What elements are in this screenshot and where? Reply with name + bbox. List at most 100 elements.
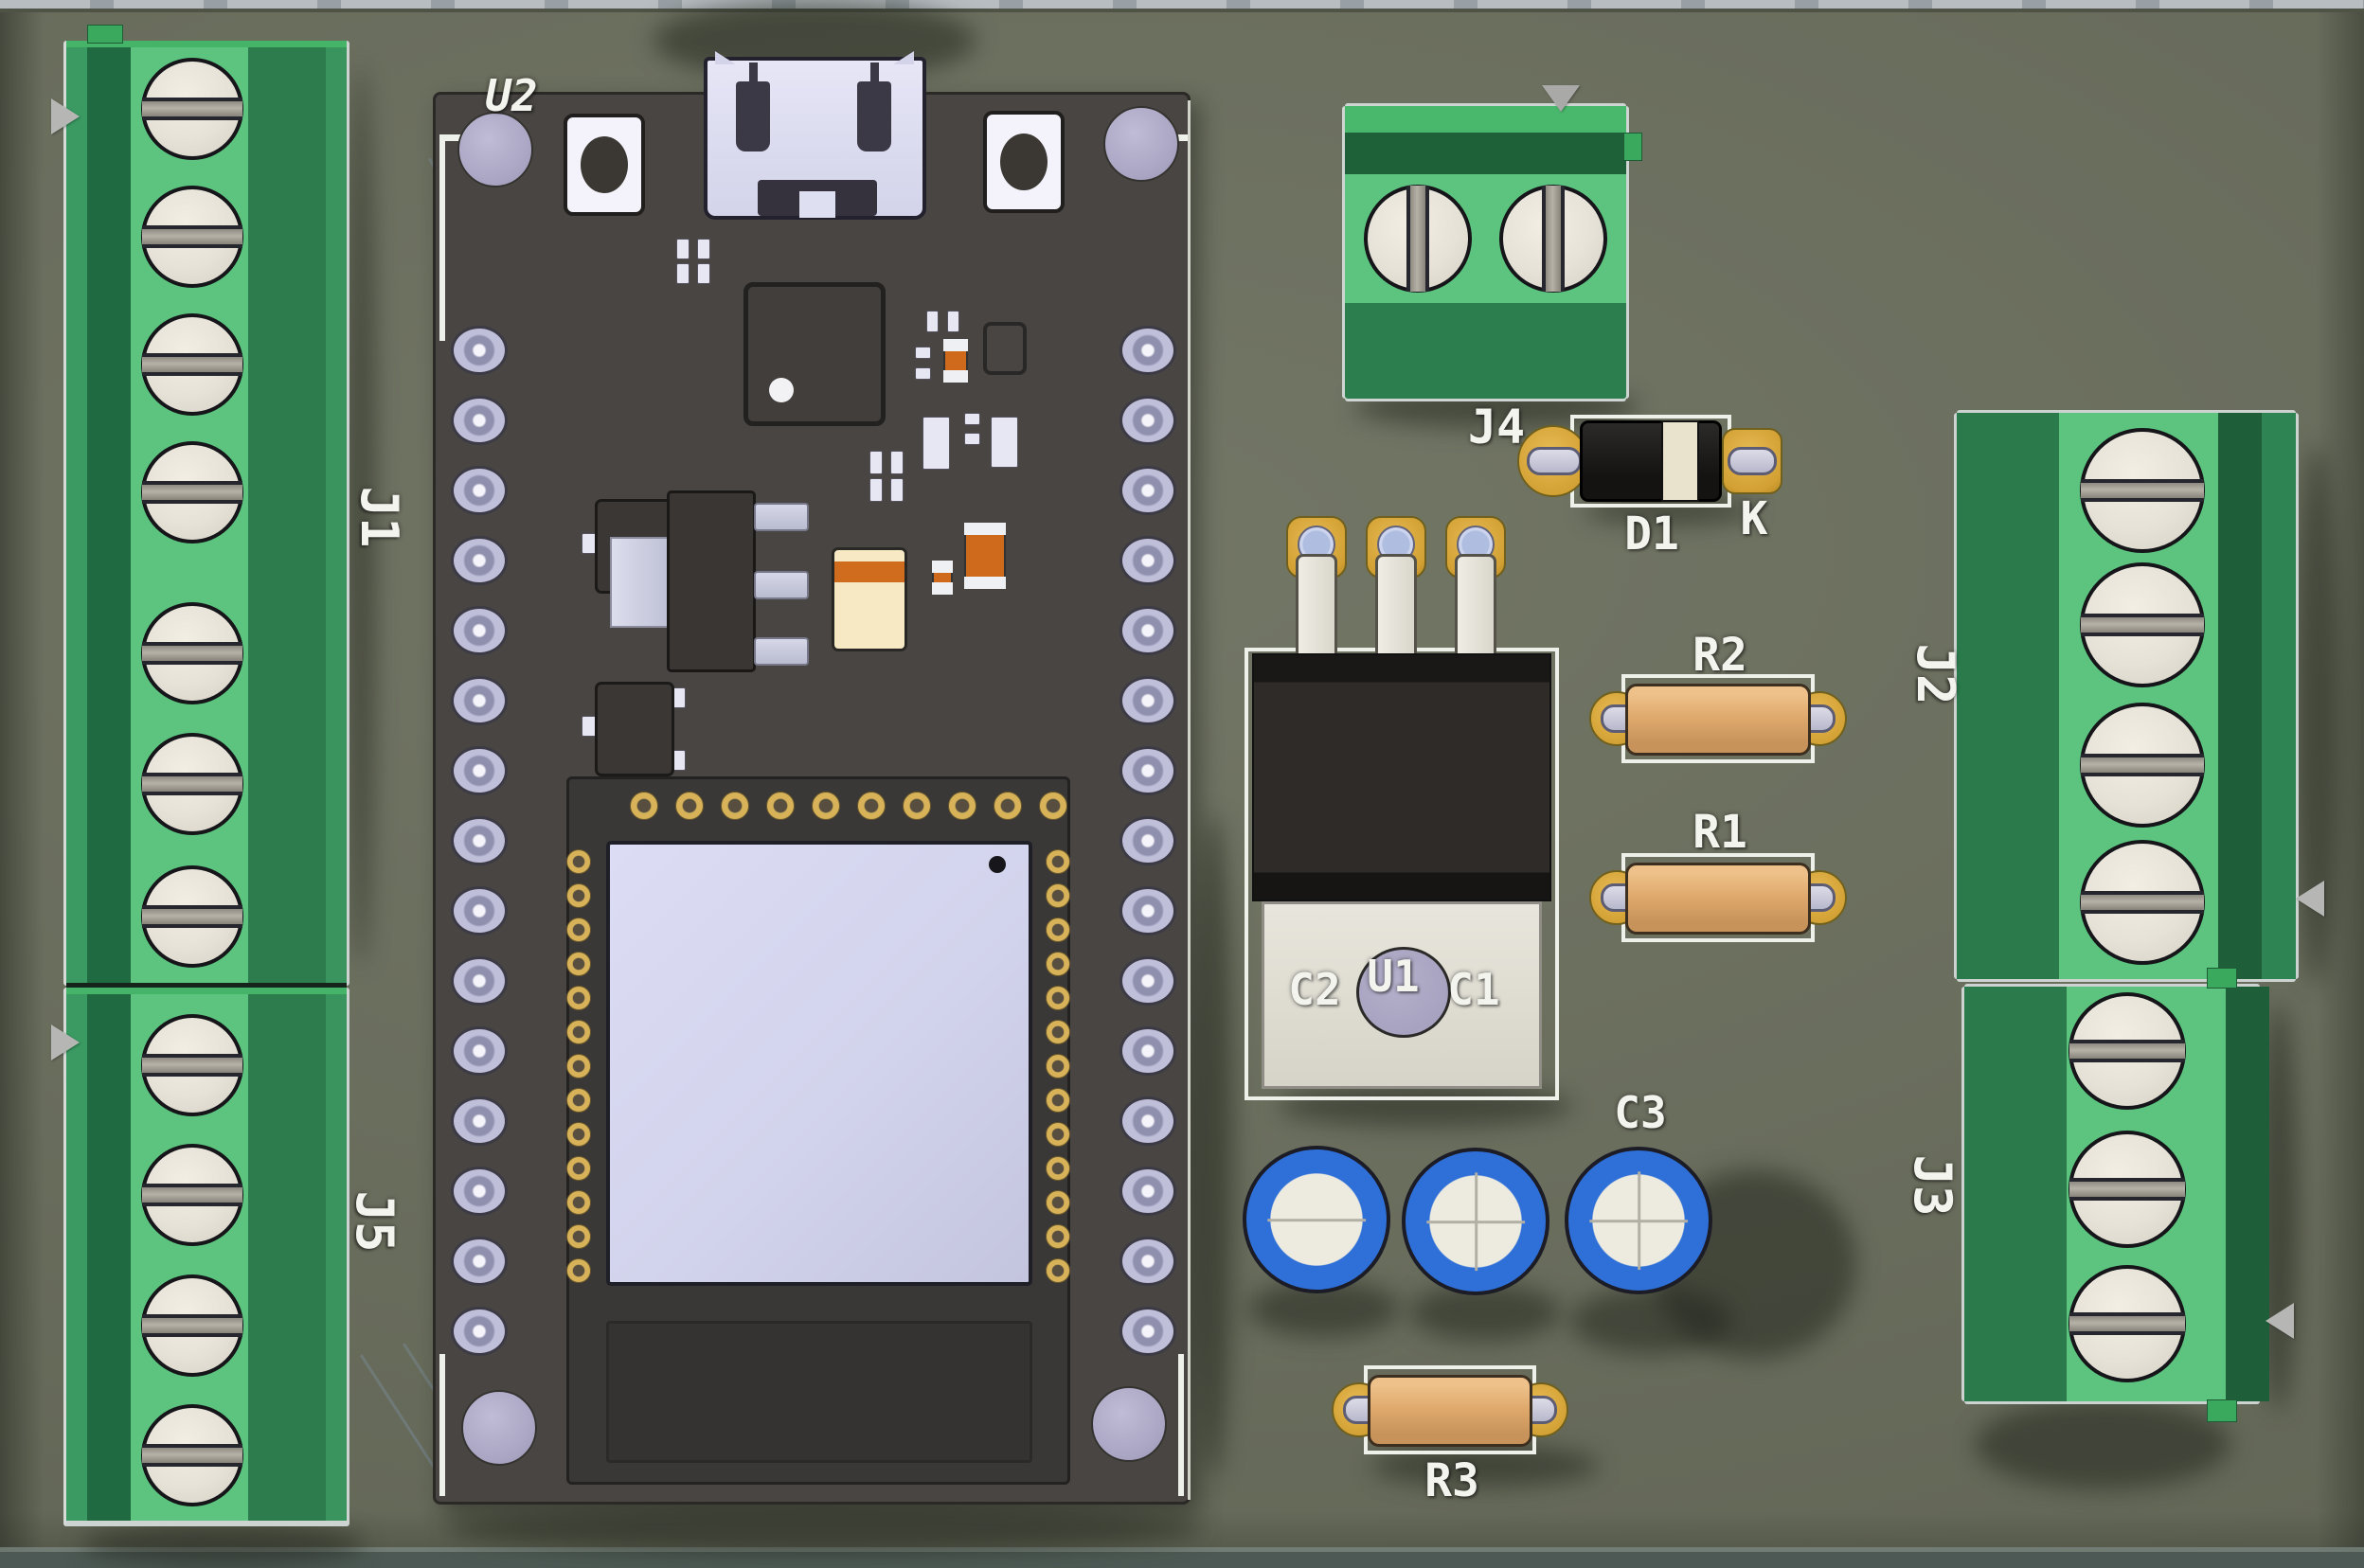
castellation-pad-left — [566, 883, 591, 908]
orange-smd-led-cap-top — [943, 339, 968, 351]
castellation-pad-top — [812, 792, 840, 820]
header-pad-left — [451, 676, 508, 725]
regulator-pin — [754, 503, 809, 531]
terminal-block-j1-key-tab — [87, 25, 123, 44]
smd-pad — [890, 451, 904, 474]
orange-smd-led-cap-bottom — [943, 370, 968, 383]
pcb-bottom-edge-highlight — [0, 1547, 2364, 1552]
regulator-tab — [610, 537, 669, 628]
castellation-pad-right — [1046, 883, 1070, 908]
usb-uart-chip — [743, 282, 886, 426]
smd-pad — [991, 417, 1018, 468]
arrow-marker-j4 — [1542, 85, 1580, 112]
castellation-pad-right — [1046, 1190, 1070, 1215]
u1-lead — [1375, 554, 1417, 668]
board-bracket-tl-h — [439, 134, 472, 141]
terminal-j3-screw — [2068, 1265, 2186, 1382]
header-pad-right — [1119, 746, 1176, 795]
usb-pin-stem-left — [749, 62, 758, 87]
terminal-j1-screw — [141, 865, 243, 968]
transistor-u1-body — [1252, 653, 1551, 901]
terminal-j1-screw-slot — [142, 905, 242, 928]
header-pad-left — [451, 956, 508, 1006]
d1-lead-left — [1527, 447, 1582, 475]
castellation-pad-left — [566, 1224, 591, 1249]
terminal-block-j1-stripe-edge-left — [66, 41, 87, 986]
orange-smd-tantalum-cap-bottom — [964, 577, 1006, 589]
shield-marker-dot — [989, 856, 1006, 873]
header-pad-left — [451, 466, 508, 515]
mounting-hole — [461, 1390, 537, 1466]
terminal-j1-screw-slot — [142, 642, 242, 665]
mounting-hole — [1091, 1386, 1167, 1462]
header-pad-right — [1119, 1167, 1176, 1216]
header-pad-left — [451, 1237, 508, 1286]
terminal-block-j3-col-dark — [1964, 987, 2067, 1401]
castellation-pad-right — [1046, 1156, 1070, 1181]
castellation-pad-right — [1046, 1020, 1070, 1044]
castellation-pad-left — [566, 1190, 591, 1215]
terminal-block-j2-key-tab — [2207, 968, 2237, 989]
label-r3: R3 — [1424, 1454, 1479, 1507]
header-pad-left — [451, 606, 508, 655]
terminal-j5-screw-slot — [142, 1054, 242, 1077]
capacitor-c3-vent-line-v — [1638, 1171, 1640, 1270]
terminal-block-j5-top-line — [66, 988, 347, 994]
terminal-j2-screw-slot — [2081, 754, 2204, 776]
castellation-pad-top — [994, 792, 1022, 820]
castellation-pad-left — [566, 952, 591, 976]
smd-pad — [869, 451, 883, 474]
label-c1: C1 — [1447, 964, 1500, 1015]
filter-capacitor-smd — [832, 547, 907, 651]
header-pad-left — [451, 536, 508, 585]
terminal-block-j5-bottom-edge — [66, 1521, 347, 1526]
j4-stripe-dark — [1345, 133, 1626, 174]
header-pad-right — [1119, 466, 1176, 515]
terminal-block-j2-col-stripe — [2218, 413, 2262, 979]
component-shadow — [81, 1523, 366, 1564]
castellation-pad-right — [1046, 1088, 1070, 1113]
label-k: K — [1740, 492, 1768, 545]
orange-smd-tantalum-cap-top — [964, 523, 1006, 535]
header-pad-right — [1119, 886, 1176, 935]
regulator-pin — [754, 571, 809, 599]
button-left-hole — [581, 136, 628, 193]
orange-smd-tantalum — [964, 523, 1006, 589]
terminal-block-j1-top-line — [66, 41, 347, 47]
board-bracket-br-v — [1178, 1354, 1184, 1496]
smd-pad — [676, 263, 690, 284]
terminal-j2-screw — [2080, 562, 2205, 687]
terminal-block-j2-col-edge — [2262, 413, 2296, 979]
board-bracket-bl-v — [439, 1354, 445, 1496]
module-antenna-region — [606, 1321, 1032, 1463]
arrow-marker-j2 — [2296, 881, 2324, 917]
header-pad-right — [1119, 816, 1176, 865]
voltage-regulator — [667, 490, 756, 672]
castellation-pad-right — [1046, 1224, 1070, 1249]
smd-pad — [869, 478, 883, 502]
castellation-pad-right — [1046, 1258, 1070, 1283]
header-pad-left — [451, 396, 508, 445]
header-pad-left — [451, 1167, 508, 1216]
terminal-j1-screw-slot — [142, 98, 242, 120]
capacitor-c2-vent-line-h — [1267, 1219, 1366, 1221]
castellation-pad-left — [566, 1156, 591, 1181]
terminal-block-j5-stripe-dark — [87, 988, 131, 1526]
castellation-pad-top — [766, 792, 795, 820]
pcb-top-edge — [0, 0, 2364, 9]
button-right-hole — [1000, 134, 1048, 190]
pcb-top-edge-line — [0, 9, 2364, 12]
castellation-pad-top — [948, 792, 976, 820]
label-c3: C3 — [1614, 1087, 1667, 1138]
usb-bottom-tab — [799, 191, 835, 218]
d1-lead-right — [1728, 447, 1777, 475]
header-pad-left — [451, 746, 508, 795]
castellation-pad-left — [566, 1020, 591, 1044]
header-pad-right — [1119, 606, 1176, 655]
arrow-marker-left-top — [51, 98, 80, 134]
terminal-j1-screw-slot — [142, 353, 242, 376]
header-pad-right — [1119, 326, 1176, 375]
terminal-j4-screw — [1499, 185, 1607, 293]
component-shadow — [1975, 1399, 2230, 1489]
terminal-j1-screw-slot — [142, 773, 242, 795]
